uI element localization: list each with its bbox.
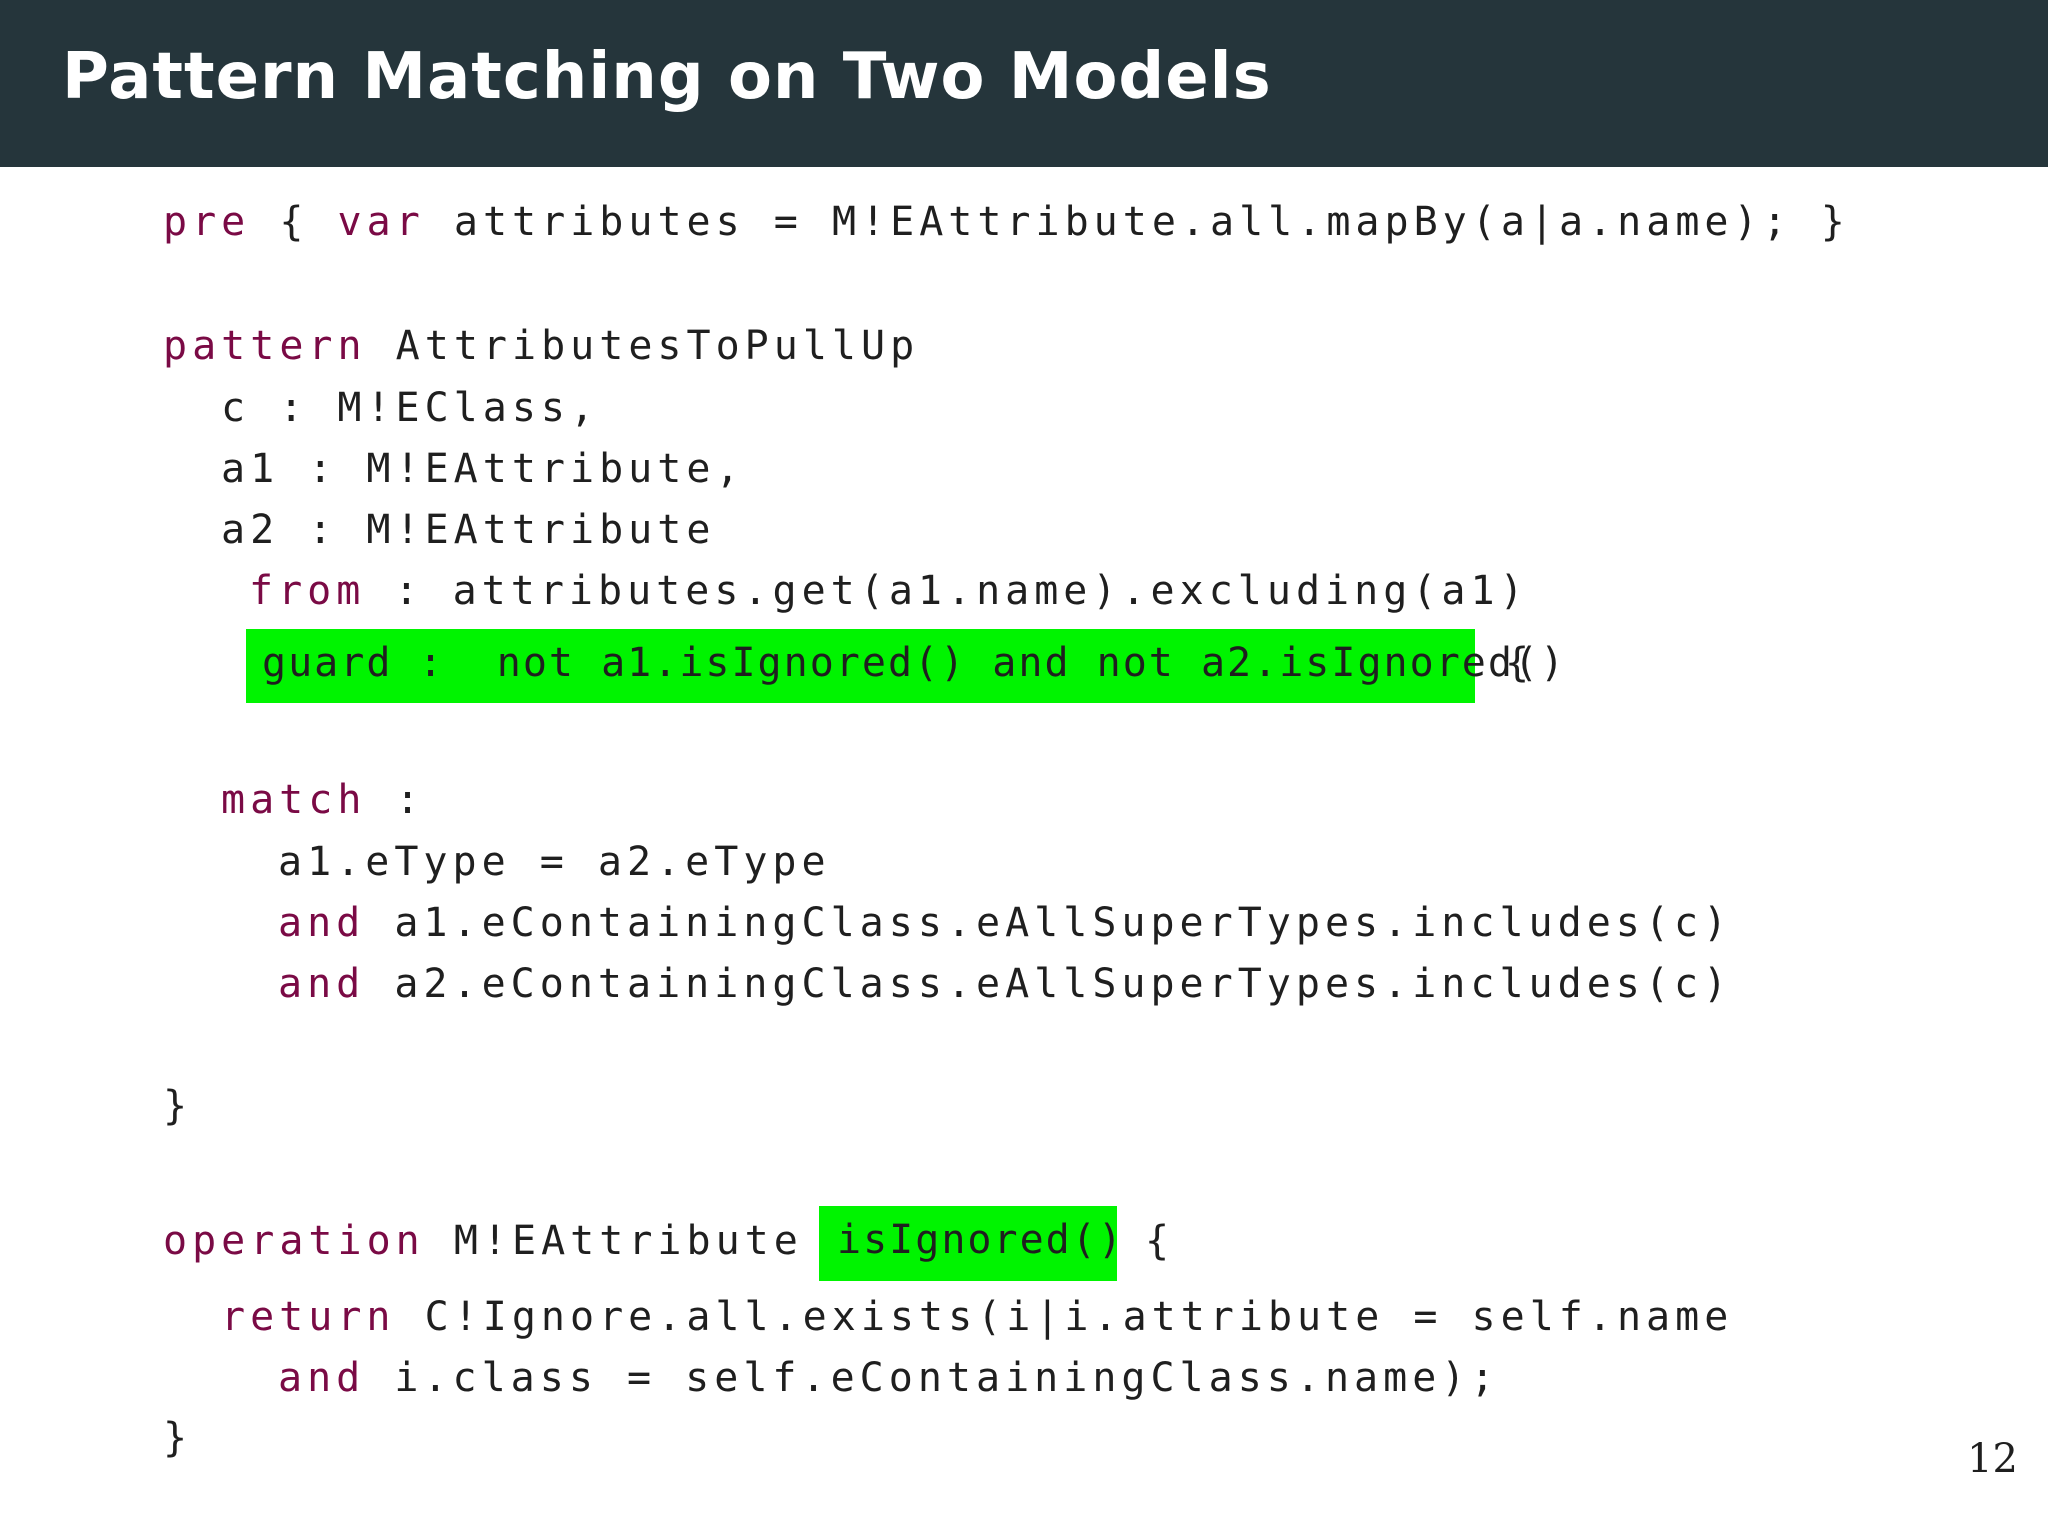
- code-text: :: [395, 777, 425, 823]
- code-line-match: match :: [221, 776, 425, 824]
- code-text: attributes = M!EAttribute.all.mapBy(a|a.…: [453, 199, 1850, 245]
- code-brace: {: [279, 199, 309, 245]
- code-line-param-a1: a1 : M!EAttribute,: [221, 446, 745, 492]
- slide-header: Pattern Matching on Two Models: [0, 0, 2048, 167]
- keyword-and: and: [278, 961, 366, 1007]
- code-line-close-brace: }: [163, 1083, 193, 1129]
- code-line-param-c: c : M!EClass,: [221, 385, 600, 431]
- keyword-from: from: [249, 568, 366, 614]
- keyword-return: return: [221, 1294, 396, 1340]
- keyword-and: and: [278, 900, 366, 946]
- code-brace: {: [1505, 640, 1535, 686]
- code-line-match-1: a1.eType = a2.eType: [278, 839, 831, 885]
- code-text: i.class = self.eContainingClass.name);: [394, 1355, 1500, 1401]
- code-text: a1.eContainingClass.eAllSuperTypes.inclu…: [394, 900, 1733, 946]
- page-number: 12: [1967, 1436, 2018, 1482]
- pattern-name: AttributesToPullUp: [395, 323, 920, 369]
- keyword-match: match: [221, 777, 367, 823]
- code-line-from: from : attributes.get(a1.name).excluding…: [249, 567, 1529, 615]
- keyword-pattern: pattern: [163, 323, 367, 369]
- code-brace: {: [1145, 1218, 1175, 1264]
- code-line-param-a2: a2 : M!EAttribute: [221, 507, 716, 553]
- code-line-match-2: and a1.eContainingClass.eAllSuperTypes.i…: [278, 899, 1732, 947]
- keyword-var: var: [337, 199, 425, 245]
- keyword-operation: operation: [163, 1218, 425, 1264]
- code-text: C!Ignore.all.exists(i|i.attribute = self…: [424, 1294, 1734, 1340]
- code-line-pre: pre { var attributes = M!EAttribute.all.…: [163, 198, 1850, 246]
- slide-title: Pattern Matching on Two Models: [62, 40, 1272, 114]
- code-text: a2.eContainingClass.eAllSuperTypes.inclu…: [394, 961, 1733, 1007]
- code-line-return-2: and i.class = self.eContainingClass.name…: [278, 1354, 1499, 1402]
- code-line-operation: operation M!EAttribute: [163, 1217, 803, 1265]
- operation-name: isIgnored(): [837, 1217, 1124, 1263]
- code-line-match-3: and a2.eContainingClass.eAllSuperTypes.i…: [278, 960, 1732, 1008]
- keyword-pre: pre: [163, 199, 251, 245]
- code-line-return: return C!Ignore.all.exists(i|i.attribute…: [221, 1293, 1733, 1341]
- code-line-close-brace: }: [163, 1415, 193, 1461]
- code-line-pattern: pattern AttributesToPullUp: [163, 322, 919, 370]
- guard-highlight: guard : not a1.isIgnored() and not a2.is…: [246, 629, 1567, 703]
- operation-type: M!EAttribute: [453, 1218, 803, 1264]
- keyword-and: and: [278, 1355, 366, 1401]
- code-line-guard: guard : not a1.isIgnored() and not a2.is…: [262, 640, 1567, 686]
- operation-name-highlight: isIgnored(): [819, 1206, 1124, 1281]
- code-text: : attributes.get(a1.name).excluding(a1): [394, 568, 1529, 614]
